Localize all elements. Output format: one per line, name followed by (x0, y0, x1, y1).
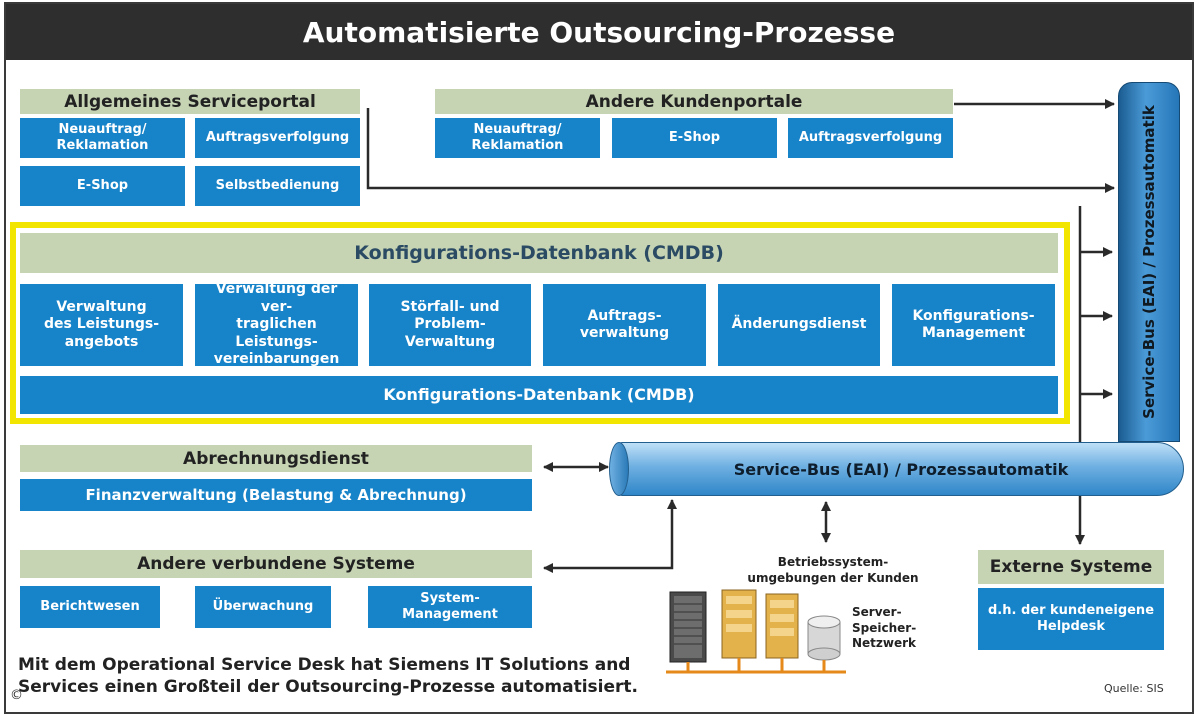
verbundene-header: Andere verbundene Systeme (20, 550, 532, 578)
kundenportale-header: Andere Kundenportale (435, 89, 953, 114)
horizontal-service-bus-cap (609, 442, 629, 496)
copyright-mark: © (10, 688, 23, 703)
storage-cylinder-icon (807, 615, 841, 661)
server-rack-icon (669, 591, 707, 663)
extern-header: Externe Systeme (978, 550, 1164, 584)
verbundene-item-berichtwesen: Berichtwesen (20, 586, 160, 628)
serviceportal-item-selbstbedienung: Selbstbedienung (195, 166, 360, 206)
tower-server-icon (721, 589, 757, 659)
kundenportale-item-auftragsverfolgung: Auftragsverfolgung (788, 118, 953, 158)
serviceportal-header: Allgemeines Serviceportal (20, 89, 360, 114)
footer-note: Mit dem Operational Service Desk hat Sie… (18, 655, 638, 698)
source-label: Quelle: SIS (1104, 682, 1164, 695)
serviceportal-item-auftragsverfolgung: Auftragsverfolgung (195, 118, 360, 158)
arrow-serviceportal-to-bus (366, 108, 1115, 193)
cmdb-module-leistungsangebot: Verwaltung des Leistungs- angebots (20, 284, 183, 366)
kundenportale-item-neuauftrag: Neuauftrag/ Reklamation (435, 118, 600, 158)
cmdb-top-header: Konfigurations-Datenbank (CMDB) (20, 233, 1058, 273)
serviceportal-item-eshop: E-Shop (20, 166, 185, 206)
vertical-service-bus: Service-Bus (EAI) / Prozessautomatik (1118, 82, 1180, 442)
cmdb-bottom-bar: Konfigurations-Datenbank (CMDB) (20, 376, 1058, 414)
outer-frame (4, 2, 1194, 714)
storage-label: Server- Speicher- Netzwerk (852, 605, 917, 651)
betriebssystem-label: Betriebssystem- umgebungen der Kunden (747, 555, 919, 585)
cmdb-module-konfigurationsmanagement: Konfigurations- Management (892, 284, 1055, 366)
extern-helpdesk: d.h. der kundeneigene Helpdesk (978, 588, 1164, 650)
verbundene-item-ueberwachung: Überwachung (195, 586, 331, 628)
cmdb-module-auftragsverwaltung: Auftrags- verwaltung (543, 284, 706, 366)
horizontal-service-bus: Service-Bus (EAI) / Prozessautomatik (618, 442, 1184, 496)
tower-server-icon (765, 593, 799, 659)
serviceportal-item-neuauftrag: Neuauftrag/ Reklamation (20, 118, 185, 158)
cmdb-module-stoerfall: Störfall- und Problem- Verwaltung (369, 284, 531, 366)
vertical-service-bus-label: Service-Bus (EAI) / Prozessautomatik (1140, 105, 1158, 419)
server-illustration (666, 589, 846, 674)
page-title: Automatisierte Outsourcing-Prozesse (6, 4, 1192, 60)
abrechnung-header: Abrechnungsdienst (20, 445, 532, 472)
cmdb-module-aenderungsdienst: Änderungsdienst (718, 284, 880, 366)
kundenportale-item-eshop: E-Shop (612, 118, 777, 158)
network-line-icon (666, 658, 846, 674)
arrow-verbundene-bus (543, 499, 677, 573)
cmdb-module-leistungsvereinbarungen: Verwaltung der ver- traglichen Leistungs… (195, 281, 358, 367)
verbundene-item-system-management: System-Management (368, 586, 532, 628)
abrechnung-finanzverwaltung: Finanzverwaltung (Belastung & Abrechnung… (20, 479, 532, 511)
